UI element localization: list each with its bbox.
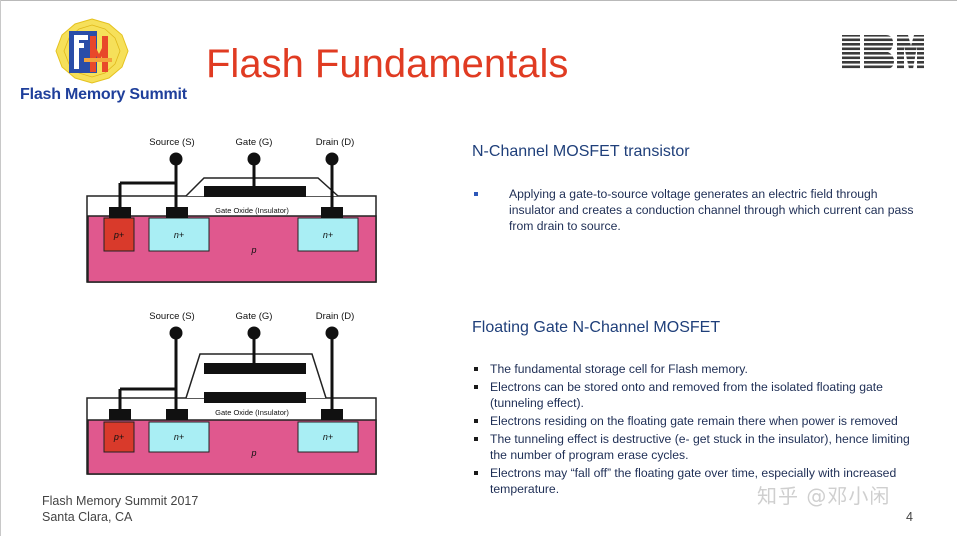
substrate-label: p: [250, 245, 256, 255]
oxide-label: Gate Oxide (Insulator): [215, 408, 289, 417]
substrate-label: p: [250, 448, 256, 458]
ibm-logo-icon: [840, 34, 924, 70]
bullet-icon: [474, 419, 478, 423]
n-plus-drain-label: n+: [323, 432, 333, 442]
bullet-icon: [474, 471, 478, 475]
list-item: Electrons can be stored onto and removed…: [472, 379, 922, 411]
footer: Flash Memory Summit 2017 Santa Clara, CA: [42, 493, 198, 525]
bullet-icon: [474, 192, 478, 196]
bullet-text: The tunneling effect is destructive (e- …: [490, 432, 910, 462]
footer-location: Santa Clara, CA: [42, 510, 133, 524]
list-item: The fundamental storage cell for Flash m…: [472, 361, 922, 377]
bullet-text: Electrons may “fall off” the floating ga…: [490, 466, 897, 496]
n-plus-source-label: n+: [174, 230, 184, 240]
slide-title: Flash Fundamentals: [206, 42, 569, 86]
floating-gate-heading: Floating Gate N-Channel MOSFET: [472, 319, 721, 336]
gate-label: Gate (G): [236, 137, 273, 148]
bullet-text: Electrons can be stored onto and removed…: [490, 380, 883, 410]
list-item: The tunneling effect is destructive (e- …: [472, 431, 922, 463]
source-label: Source (S): [149, 311, 194, 322]
drain-label: Drain (D): [316, 311, 355, 322]
flash-memory-summit-logo-icon: [55, 18, 129, 84]
oxide-label: Gate Oxide (Insulator): [215, 206, 289, 215]
slide-border-top: [0, 0, 957, 1]
list-item: Applying a gate-to-source voltage genera…: [472, 186, 922, 234]
logo-wordmark: Flash Memory Summit: [20, 86, 187, 103]
mosfet-heading: N-Channel MOSFET transistor: [472, 143, 690, 160]
list-item: Electrons may “fall off” the floating ga…: [472, 465, 922, 497]
list-item: Electrons residing on the floating gate …: [472, 413, 922, 429]
drain-label: Drain (D): [316, 137, 355, 148]
floating-gate-bullet-list: The fundamental storage cell for Flash m…: [472, 361, 922, 499]
floating-gate-diagram: Source (S) Gate (G) Drain (D) Gate Oxide…: [86, 311, 377, 475]
bullet-text: Applying a gate-to-source voltage genera…: [509, 187, 914, 233]
p-plus-label: p+: [113, 432, 124, 442]
mosfet-bullet-list: Applying a gate-to-source voltage genera…: [472, 186, 922, 236]
gate-label: Gate (G): [236, 311, 273, 322]
bullet-text: The fundamental storage cell for Flash m…: [490, 362, 748, 376]
slide-border-left: [0, 0, 1, 536]
mosfet-diagram: Source (S) Gate (G) Drain (D) Gate Oxide…: [86, 137, 377, 283]
n-plus-drain-label: n+: [323, 230, 333, 240]
bullet-icon: [474, 385, 478, 389]
source-label: Source (S): [149, 137, 194, 148]
bullet-text: Electrons residing on the floating gate …: [490, 414, 898, 428]
watermark: 知乎 @邓小闲: [757, 484, 891, 508]
n-plus-source-label: n+: [174, 432, 184, 442]
footer-event: Flash Memory Summit 2017: [42, 494, 199, 508]
bullet-icon: [474, 367, 478, 371]
bullet-icon: [474, 437, 478, 441]
page-number: 4: [906, 510, 913, 524]
p-plus-label: p+: [113, 230, 124, 240]
